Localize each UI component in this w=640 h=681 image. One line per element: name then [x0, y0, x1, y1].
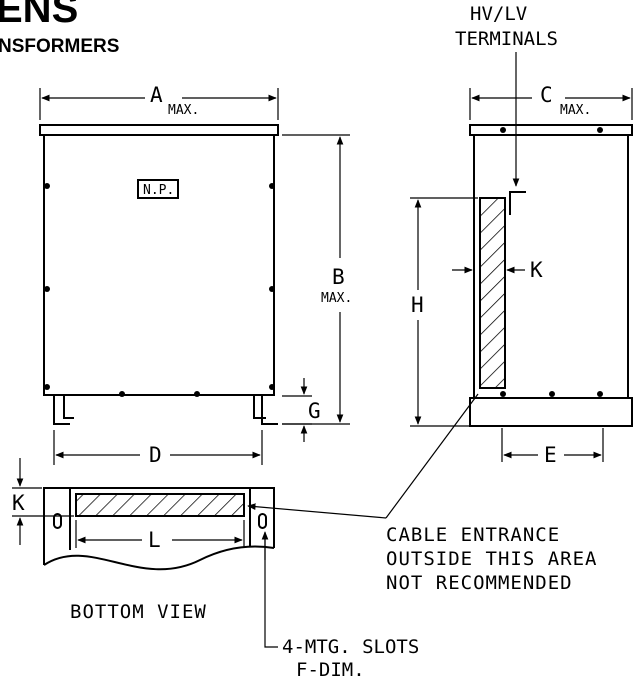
front-top-cap — [39, 124, 279, 136]
nameplate — [137, 179, 179, 199]
front-foot-left — [53, 396, 70, 425]
cable-note-line2: OUTSIDE THIS AREA — [386, 548, 597, 570]
cable-note-line3: NOT RECOMMENDED — [386, 572, 573, 594]
mounting-slot-left — [53, 513, 62, 529]
cable-leader-bottom — [247, 503, 387, 519]
dim-l-label: L — [148, 528, 161, 552]
dim-a-max: MAX. — [168, 103, 199, 118]
dim-c-max: MAX. — [560, 103, 591, 118]
cable-entrance-note: CABLE ENTRANCE OUTSIDE THIS AREA NOT REC… — [247, 393, 597, 594]
hv-lv-label-line2: TERMINALS — [455, 28, 558, 50]
nameplate-label: N.P. — [143, 183, 174, 198]
cable-note-line1: CABLE ENTRANCE — [386, 524, 560, 546]
dim-g-label: G — [308, 399, 321, 423]
bottom-view: K L BOTTOM VIEW 4-MTG. SLOTS F-DIM. — [12, 458, 419, 681]
dim-b-max: MAX. — [321, 291, 352, 306]
dim-c-label: C — [540, 83, 553, 107]
bottom-view-label: BOTTOM VIEW — [70, 601, 207, 623]
bottom-outline — [43, 487, 275, 565]
brand-title: ENS — [0, 0, 78, 31]
terminal-bracket-icon — [509, 191, 526, 215]
front-body — [43, 134, 275, 396]
dim-k-side-label: K — [530, 258, 543, 282]
slots-label-line2: F-DIM. — [296, 659, 365, 681]
cable-leader-side — [385, 393, 479, 519]
dim-b-label: B — [332, 265, 345, 289]
dim-h-label: H — [411, 293, 424, 317]
hv-lv-label-line1: HV/LV — [470, 3, 527, 25]
dim-k-bottom-label: K — [12, 491, 25, 515]
side-base — [469, 397, 633, 427]
side-top-cap — [469, 124, 633, 136]
terminal-hatched-area — [479, 197, 506, 389]
slots-label-line1: 4-MTG. SLOTS — [282, 636, 419, 658]
slots-leader — [264, 533, 278, 648]
front-view: N.P. A MAX. B MAX. G D — [39, 83, 352, 467]
side-view: HV/LV TERMINALS C MAX. H K E — [410, 3, 633, 467]
dim-e-label: E — [544, 443, 557, 467]
dim-a-label: A — [150, 83, 163, 107]
mounting-slot-right — [258, 513, 267, 529]
brand-subtitle: NSFORMERS — [0, 36, 119, 57]
bottom-hatched-area — [75, 493, 245, 517]
front-foot-right — [261, 396, 278, 425]
dim-d-label: D — [149, 443, 162, 467]
